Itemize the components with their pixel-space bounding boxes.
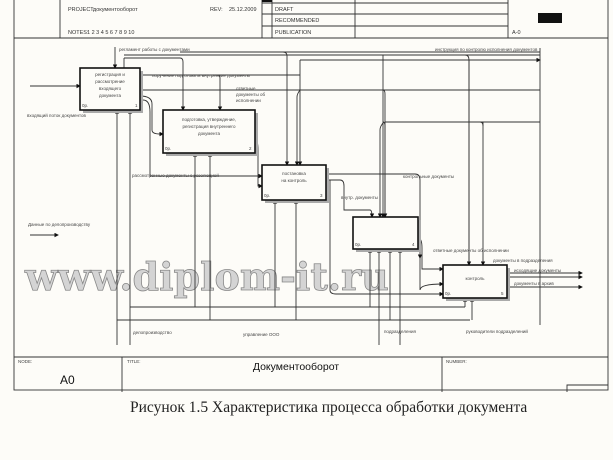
activity-box-3[interactable]: постановка на контроль 0р. 3 (261, 164, 329, 203)
box-number: 1 (135, 103, 138, 108)
black-box (538, 13, 562, 23)
activity-box-4[interactable]: 0р. 4 (352, 216, 421, 252)
activity-box-1[interactable]: регистрация и рассмотрение входящего док… (79, 67, 143, 113)
box-label-line: контроль (466, 276, 486, 281)
number-label: NUMBER: (446, 359, 467, 364)
figure-caption: Рисунок 1.5 Характеристика процесса обра… (130, 399, 528, 416)
label-deloproizvodstvo: делопроизводство (133, 330, 172, 335)
title-label: TITLE: (127, 359, 141, 364)
activity-box-5[interactable]: контроль 0р. 5 (442, 264, 510, 301)
notes-value: 1 2 3 4 5 6 7 8 9 10 (87, 30, 134, 36)
node-label: NODE: (18, 359, 32, 364)
box-label-line: регистрация внутреннего (183, 124, 236, 129)
label-otvetnye: исполнении (236, 98, 261, 103)
box-label-line: на контроль (281, 178, 307, 183)
box-label-line: подготовка, утверждение, (182, 117, 236, 122)
label-dannye: Данные по делопроизводству (28, 222, 91, 227)
label-poruchenie: поручение подготовить внутренние докумен… (152, 73, 250, 78)
label-instrukciya: инструкция по контролю исполнения докуме… (435, 47, 538, 52)
label-vkhodyashchiy: входящий поток документов (27, 112, 87, 118)
box-cost: 0р. (355, 242, 361, 247)
box-number: 3 (320, 193, 323, 198)
box-label-line: документа (99, 93, 121, 98)
project-label: PROJECT: (68, 7, 95, 13)
box-number: 5 (501, 291, 504, 296)
node-ref: A-0 (512, 30, 521, 36)
box-label-line: постановка (282, 171, 306, 176)
box-label-line: документа (198, 131, 220, 136)
box-number: 4 (412, 242, 415, 247)
label-otvetnye: ответные (236, 86, 256, 91)
activity-box-2[interactable]: подготовка, утверждение, регистрация вну… (162, 109, 258, 156)
box-cost: 0р. (165, 146, 171, 151)
project-value: документооборот (93, 7, 138, 13)
box-number: 2 (249, 146, 252, 151)
node-value: A0 (60, 373, 75, 387)
footer-frame: NODE: A0 TITLE: Документооборот NUMBER: (14, 356, 608, 392)
label-v-podrazdeleniya: документы в подразделения (493, 258, 553, 263)
label-otvetnye-isp: ответные документы об исполнении (433, 248, 509, 253)
label-upravlenie: управление ООО (243, 332, 280, 337)
label-vnutr: внутр. документы (341, 195, 378, 200)
header-frame: PROJECT: документооборот REV: 25.12.2009… (13, 0, 609, 391)
label-otvetnye: документы об (236, 92, 265, 97)
label-rassmotrennye: рассмотренные документы с резолюцией (132, 172, 219, 178)
box-cost: 0р. (445, 291, 451, 296)
label-reglament: регламент работы с документами (119, 47, 190, 52)
box-cost: 0р. (264, 193, 270, 198)
label-rukovoditeli: руководители подразделений (466, 328, 528, 334)
diagram-title: Документооборот (253, 361, 339, 373)
status-recommended: RECOMMENDED (275, 18, 319, 24)
label-podrazdeleniya: подразделения (384, 329, 416, 334)
notes-label: NOTES: (68, 30, 89, 36)
box-label-line: рассмотрение (95, 79, 125, 84)
label-kontrolnye: контрольные документы (403, 174, 454, 179)
box-cost: 0р. (82, 103, 88, 108)
box-label-line: регистрация и (95, 72, 125, 77)
status-draft: DRAFT (275, 7, 294, 13)
rev-label: REV: (210, 7, 223, 13)
arrow-labels: регламент работы с документами инструкци… (27, 47, 561, 337)
label-iskhodyashchie: исходящие документы (514, 268, 561, 273)
rev-value: 25.12.2009 (229, 7, 257, 13)
label-v-arkhiv: документы в архив (514, 281, 554, 286)
arrows (30, 47, 583, 345)
box-label-line: входящего (99, 86, 122, 91)
status-publication: PUBLICATION (275, 30, 311, 36)
watermark: www.diplom-it.ru (24, 254, 389, 299)
